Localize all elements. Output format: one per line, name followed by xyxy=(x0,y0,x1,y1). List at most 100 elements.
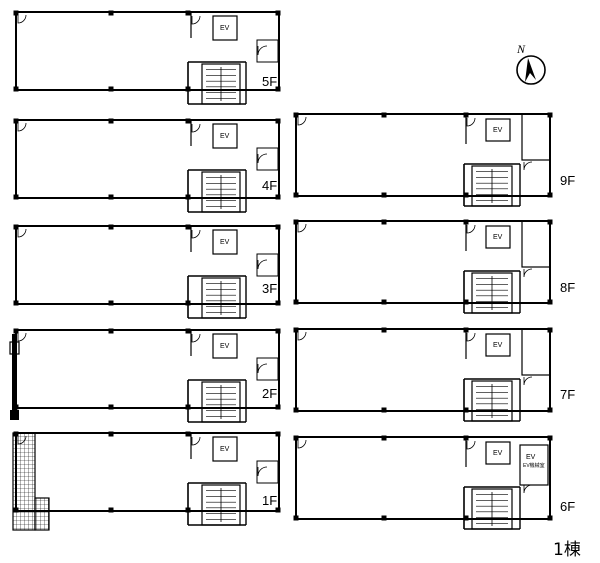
column xyxy=(108,404,114,410)
toilet-block xyxy=(521,220,551,268)
elevator-label: EV xyxy=(220,239,230,246)
column xyxy=(293,192,299,198)
elevator-label: EV xyxy=(493,127,503,134)
column xyxy=(547,435,553,441)
column xyxy=(185,10,191,16)
door-swing xyxy=(257,466,268,477)
column xyxy=(185,328,191,334)
floor-plan-2F: EV 2F xyxy=(13,328,281,423)
column xyxy=(293,327,299,333)
column xyxy=(463,299,469,305)
column xyxy=(463,192,469,198)
toilet xyxy=(256,39,279,63)
door-swing xyxy=(17,228,27,238)
column xyxy=(381,192,387,198)
outer-wall xyxy=(15,11,280,91)
elevator-label: EV xyxy=(220,446,230,453)
column xyxy=(275,10,281,16)
elevator-label: EV xyxy=(220,25,230,32)
elevator-label: EV xyxy=(493,342,503,349)
column xyxy=(293,219,299,225)
column xyxy=(13,86,19,92)
toilet xyxy=(256,460,279,484)
column xyxy=(381,515,387,521)
column xyxy=(293,112,299,118)
toilet xyxy=(256,357,279,381)
door-swing xyxy=(466,117,476,127)
door-swing xyxy=(523,161,533,171)
exterior-stair-1F xyxy=(12,432,50,531)
door-swing xyxy=(466,224,476,234)
floor-label-7F: 7F xyxy=(560,387,575,402)
column xyxy=(108,118,114,124)
column xyxy=(275,194,281,200)
door-swing xyxy=(257,363,268,374)
column xyxy=(381,112,387,118)
column xyxy=(13,118,19,124)
floor-plan-7F: EV 7F xyxy=(293,327,575,422)
ev-machine-room xyxy=(519,444,549,486)
door-swing xyxy=(17,332,27,342)
elevator-label: EV xyxy=(220,343,230,350)
floor-label-2F: 2F xyxy=(262,386,277,401)
door-swing xyxy=(191,436,201,446)
column xyxy=(381,435,387,441)
column xyxy=(547,192,553,198)
north-letter: N xyxy=(516,42,526,56)
column xyxy=(13,300,19,306)
column xyxy=(381,407,387,413)
door-swing xyxy=(191,123,201,133)
toilet-block xyxy=(521,113,551,161)
door-swing xyxy=(297,116,307,126)
column xyxy=(108,224,114,230)
column xyxy=(185,431,191,437)
floor-plan-4F: EV 4F xyxy=(13,118,281,213)
door-swing xyxy=(523,268,533,278)
column xyxy=(381,299,387,305)
toilet xyxy=(256,147,279,171)
elevator-shaft xyxy=(212,229,238,255)
elevator-label: EV xyxy=(493,450,503,457)
building-label: 1棟 xyxy=(553,540,581,560)
elevator-label: EV xyxy=(493,234,503,241)
door-swing xyxy=(191,333,201,343)
floor-label-8F: 8F xyxy=(560,280,575,295)
floor-label-1F: 1F xyxy=(262,493,277,508)
door-swing xyxy=(257,45,268,56)
door-swing xyxy=(297,331,307,341)
north-arrow-icon: N xyxy=(516,42,546,85)
column xyxy=(108,194,114,200)
door-swing xyxy=(466,440,476,450)
floor-plan-5F: EV 5F xyxy=(13,10,281,105)
floor-plan-1F: EV 1F xyxy=(13,431,281,526)
elevator-label: EV xyxy=(220,133,230,140)
column xyxy=(293,407,299,413)
column xyxy=(185,118,191,124)
column xyxy=(547,515,553,521)
column xyxy=(13,10,19,16)
door-swing xyxy=(297,223,307,233)
elevator-shaft xyxy=(212,123,238,149)
floor-label-3F: 3F xyxy=(262,281,277,296)
column xyxy=(463,515,469,521)
elevator-shaft xyxy=(212,333,238,359)
ev-machine-room-sublabel: EV機械室 xyxy=(523,462,545,469)
column xyxy=(13,328,19,334)
door-swing xyxy=(191,229,201,239)
floor-label-5F: 5F xyxy=(262,74,277,89)
column xyxy=(275,404,281,410)
column xyxy=(185,224,191,230)
toilet-block xyxy=(521,328,551,376)
floor-label-4F: 4F xyxy=(262,178,277,193)
column xyxy=(108,507,114,513)
column xyxy=(108,328,114,334)
door-swing xyxy=(523,376,533,386)
column xyxy=(13,194,19,200)
column xyxy=(108,300,114,306)
column xyxy=(293,299,299,305)
door-swing xyxy=(257,153,268,164)
outer-wall xyxy=(295,436,551,520)
floor-plan-8F: EV 8F xyxy=(293,219,575,314)
